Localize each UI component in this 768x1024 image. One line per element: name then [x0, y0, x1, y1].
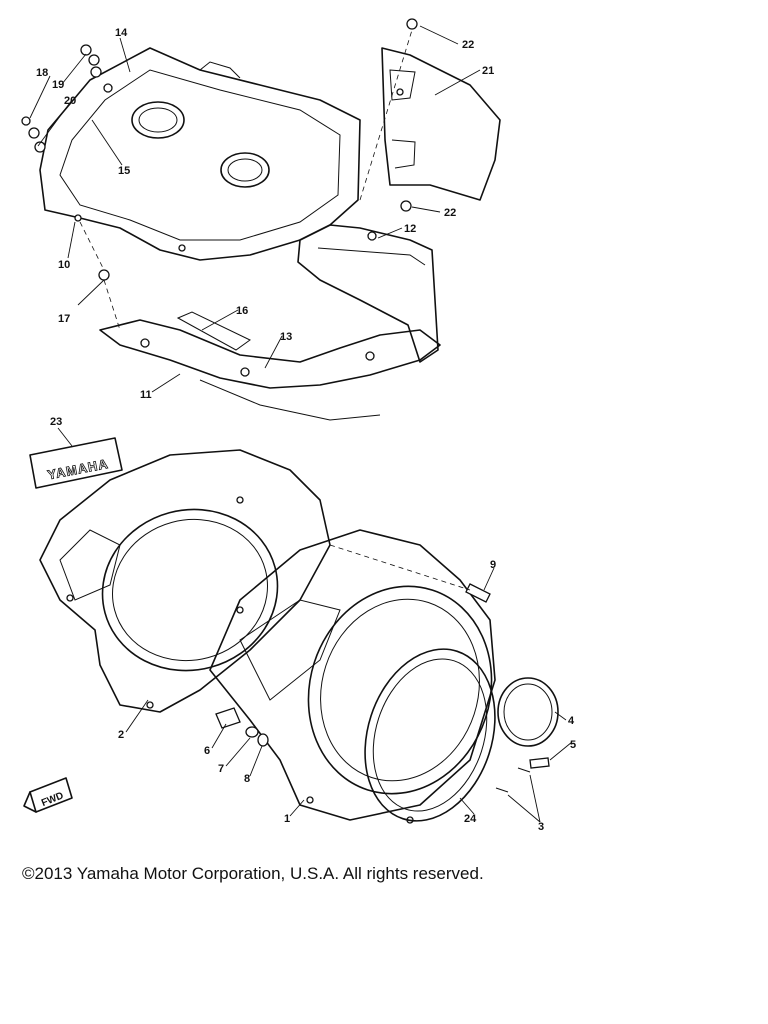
callout-14: 14 — [115, 27, 128, 39]
callout-16: 16 — [236, 305, 248, 317]
fan-housing — [209, 529, 496, 824]
callout-24: 24 — [464, 813, 477, 825]
callout-3: 3 — [538, 821, 544, 833]
callout-12: 12 — [404, 223, 416, 235]
callout-22-top: 22 — [462, 39, 474, 51]
housing-ring — [364, 648, 496, 822]
callout-13: 13 — [280, 331, 292, 343]
callout-5: 5 — [570, 739, 576, 751]
alignment-lines — [79, 29, 471, 591]
copyright-notice: ©2013 Yamaha Motor Corporation, U.S.A. A… — [22, 864, 484, 883]
callout-6: 6 — [204, 745, 210, 757]
callout-11: 11 — [140, 389, 152, 401]
callout-17: 17 — [58, 313, 70, 325]
callout-15: 15 — [118, 165, 130, 177]
callout-4: 4 — [568, 715, 575, 727]
baffle-plate — [297, 224, 439, 363]
callout-labels: 14 18 19 20 15 22 21 22 12 10 17 16 13 1… — [36, 27, 576, 833]
exploded-parts-diagram: YAMAHA — [21, 18, 576, 833]
callout-22-bottom: 22 — [444, 207, 456, 219]
cap-cover — [497, 677, 559, 747]
callout-9: 9 — [490, 559, 496, 571]
fwd-arrow: FWD — [23, 777, 73, 813]
callout-8: 8 — [244, 773, 250, 785]
main-fan-shroud — [39, 449, 331, 713]
callout-18: 18 — [36, 67, 48, 79]
callout-23: 23 — [50, 416, 62, 428]
callout-10: 10 — [58, 259, 70, 271]
callout-19: 19 — [52, 79, 64, 91]
leader-lines — [29, 25, 573, 823]
callout-1: 1 — [284, 813, 290, 825]
hardware — [21, 18, 550, 793]
side-plate — [381, 47, 501, 201]
callout-7: 7 — [218, 763, 224, 775]
upper-shroud-cover — [39, 47, 361, 261]
callout-20: 20 — [64, 95, 76, 107]
seal-strip — [99, 311, 441, 421]
callout-21: 21 — [482, 65, 494, 77]
callout-2: 2 — [118, 729, 124, 741]
